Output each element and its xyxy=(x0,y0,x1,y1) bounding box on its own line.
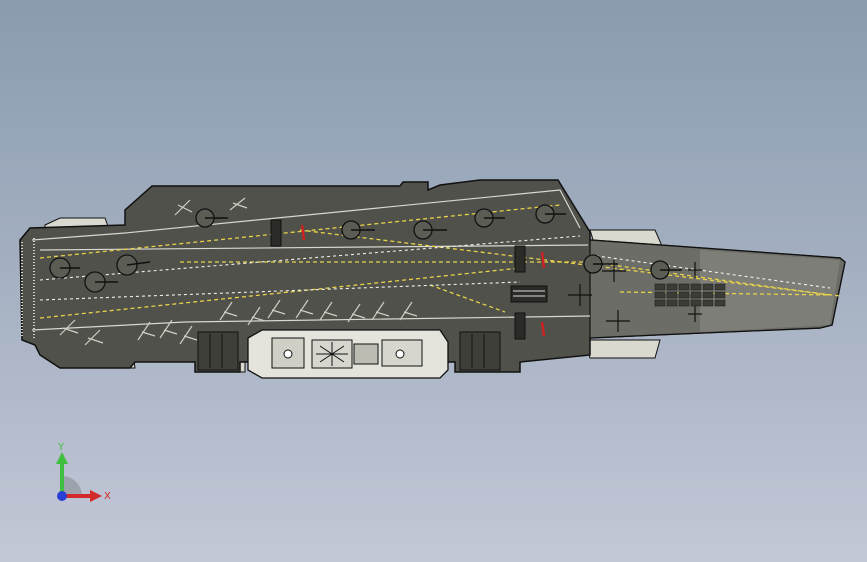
y-axis-arrowhead xyxy=(56,452,68,464)
blast-deflectors xyxy=(270,219,526,340)
x-axis-label: X xyxy=(104,491,111,502)
red-markers xyxy=(300,224,546,337)
parked-aircraft xyxy=(59,197,418,346)
sponson-boxes xyxy=(197,331,501,371)
bow-markers xyxy=(568,260,702,332)
bow-vent-grid xyxy=(654,283,726,307)
triad-plane-icon xyxy=(62,476,82,496)
z-axis-dot xyxy=(57,491,67,501)
coordinate-triad: Y X xyxy=(56,442,111,502)
island-superstructure xyxy=(247,329,449,379)
deck-elevator xyxy=(510,285,548,303)
deck-rail xyxy=(21,238,35,340)
y-axis-label: Y xyxy=(57,442,65,453)
x-axis-arrowhead xyxy=(90,490,102,502)
